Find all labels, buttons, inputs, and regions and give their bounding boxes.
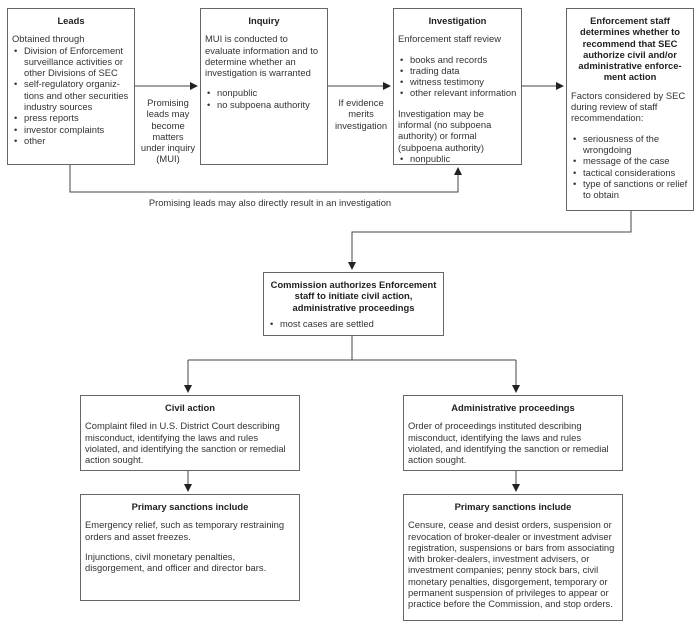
list-item: witness testimony <box>400 76 517 88</box>
list-item: nonpublic <box>207 87 323 99</box>
civil-sanctions-p1: Emergency relief, such as temporary rest… <box>85 519 285 542</box>
list-item: most cases are settled <box>270 318 439 330</box>
list-item: other <box>14 135 130 147</box>
civil-sanctions-title: Primary sanctions include <box>131 501 249 512</box>
list-item: trading data <box>400 65 517 77</box>
admin-text: Order of proceedings instituted describi… <box>408 420 609 466</box>
commission-box: Commission authorizes Enforcement staff … <box>263 272 444 336</box>
arrow-label-evidence: If evidence merits investigation <box>334 97 388 131</box>
civil-sanctions-p2: Injunctions, civil monetary penalties, d… <box>85 550 267 574</box>
investigation-intro: Enforcement staff review <box>398 33 501 45</box>
direct-path-label: Promising leads may also directly result… <box>148 197 392 208</box>
inquiry-text: MUI is conducted to evaluate information… <box>205 33 319 79</box>
commission-title: Commission authorizes Enforcement staff … <box>270 279 437 313</box>
civil-text: Complaint filed in U.S. District Court d… <box>85 420 286 466</box>
civil-action-box: Civil action Complaint filed in U.S. Dis… <box>80 395 300 471</box>
investigation-type-text: Investigation may be informal (no subpoe… <box>398 107 492 153</box>
list-item: seriousness of the wrongdoing <box>573 133 689 156</box>
list-item: press reports <box>14 112 130 124</box>
list-item: investor complaints <box>14 124 130 136</box>
list-item: tactical considerations <box>573 167 689 179</box>
admin-sanctions-p1: Censure, cease and desist orders, suspen… <box>408 519 615 610</box>
arrow-enforcement-commission <box>348 210 632 270</box>
enforcement-box: Enforcement staff determines whether to … <box>566 8 694 211</box>
list-item: books and records <box>400 54 517 66</box>
admin-title: Administrative proceedings <box>451 402 575 413</box>
enforcement-title: Enforcement staff determines whether to … <box>578 15 682 83</box>
arrow-label-mui: Promising leads may become matters under… <box>140 97 196 165</box>
list-item: Division of Enforcement surveillance act… <box>14 45 130 79</box>
admin-proceedings-box: Administrative proceedings Order of proc… <box>403 395 623 471</box>
arrow-leads-investigation <box>69 164 462 193</box>
inquiry-title: Inquiry <box>248 15 280 26</box>
list-item: no subpoena authority <box>207 99 323 111</box>
list-item: self-regulatory organiz-tions and other … <box>14 78 130 112</box>
list-item: message of the case <box>573 155 689 167</box>
list-item: other relevant information <box>400 87 517 99</box>
list-item: type of sanctions or relief to obtain <box>573 178 689 201</box>
leads-title: Leads <box>57 15 85 26</box>
inquiry-box: Inquiry MUI is conducted to evaluate inf… <box>200 8 328 165</box>
civil-title: Civil action <box>164 402 215 413</box>
enforcement-intro: Factors considered by SEC during review … <box>571 89 686 124</box>
list-item: nonpublic <box>400 153 517 165</box>
admin-sanctions-box: Primary sanctions include Censure, cease… <box>403 494 623 621</box>
leads-intro: Obtained through <box>12 33 85 45</box>
investigation-box: Investigation Enforcement staff review b… <box>393 8 522 165</box>
investigation-title: Investigation <box>428 15 487 26</box>
leads-box: Leads Obtained through Division of Enfor… <box>7 8 135 165</box>
civil-sanctions-box: Primary sanctions include Emergency reli… <box>80 494 300 601</box>
admin-sanctions-title: Primary sanctions include <box>454 501 572 512</box>
